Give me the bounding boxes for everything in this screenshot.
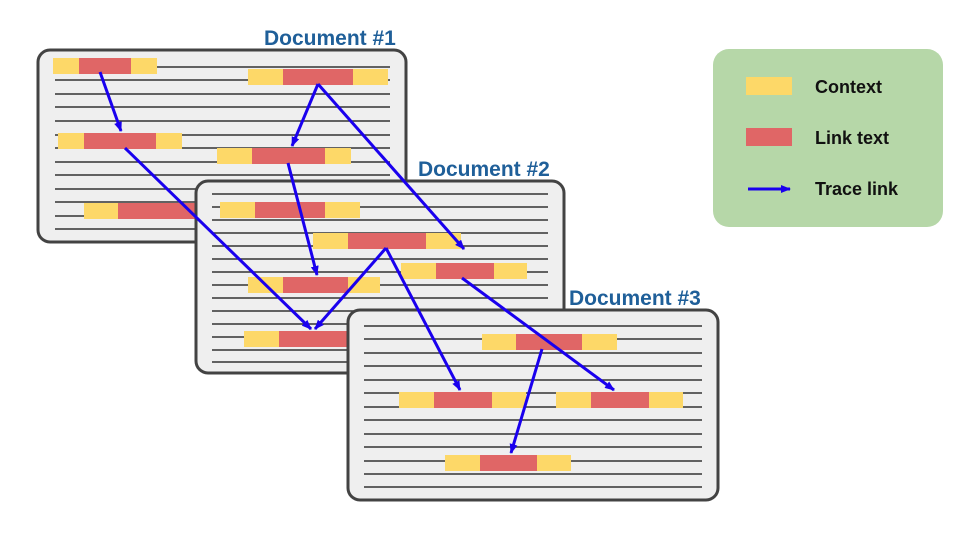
link-text-span xyxy=(434,392,492,408)
document-1-highlights xyxy=(53,58,388,219)
link-text-span xyxy=(283,277,348,293)
context-swatch xyxy=(746,77,792,95)
trace-link-arrow xyxy=(290,83,320,147)
legend-context-label: Context xyxy=(815,77,882,97)
legend-link-text-label: Link text xyxy=(815,128,889,148)
link-text-span xyxy=(348,233,426,249)
link-text-span xyxy=(255,202,325,218)
trace-link-arrow xyxy=(313,247,388,330)
document-2-title: Document #2 xyxy=(418,158,550,181)
document-1-title: Document #1 xyxy=(264,27,396,50)
link-text-swatch xyxy=(746,128,792,146)
link-text-span xyxy=(118,203,198,219)
legend-trace-link-label: Trace link xyxy=(815,179,899,199)
document-3-page xyxy=(346,308,720,502)
link-text-span xyxy=(436,263,494,279)
link-text-span xyxy=(591,392,649,408)
trace-link-arrow xyxy=(384,247,462,391)
document-2-highlights xyxy=(220,202,527,347)
trace-link-arrow xyxy=(98,71,123,132)
trace-link-arrow xyxy=(286,162,319,276)
trace-link-arrow xyxy=(123,146,313,331)
link-text-span xyxy=(252,148,325,164)
trace-link-arrow xyxy=(316,83,466,250)
document-3-title: Document #3 xyxy=(569,287,701,310)
link-text-span xyxy=(279,331,351,347)
trace-links xyxy=(98,71,615,454)
link-text-span xyxy=(480,455,537,471)
document-3: Document #3 xyxy=(346,287,720,502)
link-text-span xyxy=(84,133,156,149)
trace-link-arrow xyxy=(461,276,615,392)
trace-link-arrow xyxy=(509,348,544,454)
link-text-span xyxy=(283,69,353,85)
legend: Context Link text Trace link xyxy=(713,49,943,227)
link-text-span xyxy=(79,58,131,74)
